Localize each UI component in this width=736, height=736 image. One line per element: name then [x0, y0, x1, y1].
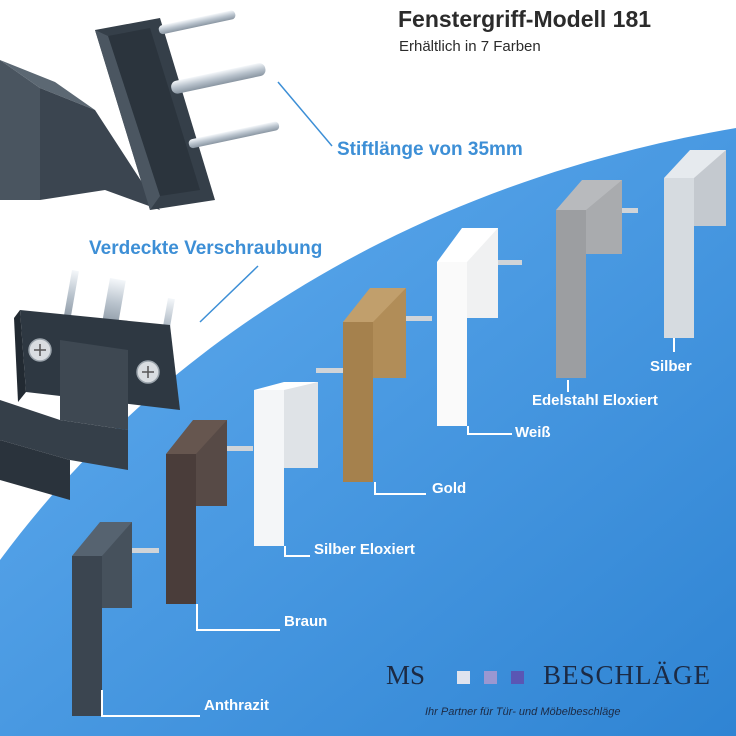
callout-hidden-screws: Verdeckte Verschraubung	[89, 238, 323, 259]
label-weiss: Weiß	[515, 424, 551, 441]
brand-square-2	[484, 671, 497, 684]
label-edelstahl-eloxiert: Edelstahl Eloxiert	[532, 392, 658, 409]
label-braun: Braun	[284, 613, 328, 630]
detail-pins-image	[0, 10, 280, 210]
page-subtitle: Erhältlich in 7 Farben	[399, 38, 541, 55]
callout-line-screws	[199, 265, 259, 323]
label-anthrazit: Anthrazit	[204, 697, 269, 714]
handle-anthrazit	[72, 522, 159, 716]
label-silber-eloxiert: Silber Eloxiert	[314, 541, 415, 558]
brand-logo-ms: MS	[386, 660, 426, 690]
callout-pin-length: Stiftlänge von 35mm	[337, 139, 523, 160]
detail-screws-image	[0, 269, 180, 500]
brand-logo-beschlaege: BESCHLÄGE	[543, 660, 712, 690]
handle-gold	[343, 288, 432, 482]
page-title: Fenstergriff-Modell 181	[398, 6, 652, 32]
brand-square-1	[457, 671, 470, 684]
handle-braun	[166, 420, 253, 604]
handle-edelstahl-eloxiert	[556, 180, 638, 378]
handle-silber-eloxiert	[254, 368, 344, 546]
handle-silber	[664, 150, 726, 338]
handle-weiss	[437, 228, 522, 426]
brand-square-3	[511, 671, 524, 684]
callout-line-pins	[277, 81, 333, 147]
brand-slogan: Ihr Partner für Tür- und Möbelbeschläge	[425, 706, 621, 718]
label-pointers	[101, 338, 675, 717]
label-gold: Gold	[432, 480, 467, 497]
label-silber: Silber	[650, 358, 692, 375]
